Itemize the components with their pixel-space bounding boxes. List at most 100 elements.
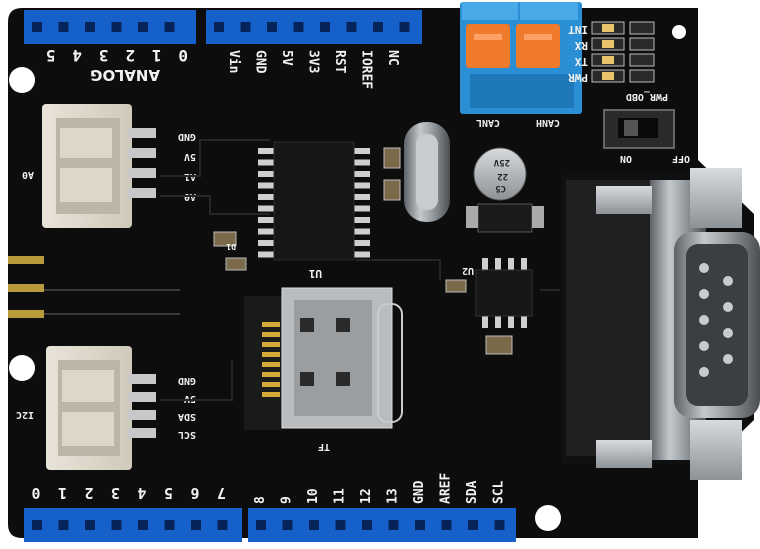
analog-header[interactable] — [24, 10, 196, 44]
microsd-slot[interactable] — [244, 287, 403, 430]
chip-pin — [352, 194, 370, 200]
pin-label: 1 — [58, 484, 67, 502]
switch-on-label: ON — [620, 153, 632, 164]
electrolytic-capacitor — [473, 147, 527, 201]
power-obd-switch[interactable] — [603, 109, 675, 149]
header-socket — [388, 520, 399, 530]
sd-contact — [262, 322, 280, 327]
header-socket — [111, 520, 122, 530]
led-resistor — [629, 69, 655, 83]
pin-label: 3 — [111, 484, 120, 502]
sd-contact — [262, 362, 280, 367]
db9-pin — [723, 328, 733, 338]
chip-pin — [258, 228, 276, 235]
pin-label: 9 — [280, 496, 295, 504]
pin-label: 4 — [72, 46, 82, 65]
crystal-oscillator — [404, 122, 450, 222]
pin-label: 0 — [178, 46, 188, 65]
pin-label: 5V — [279, 50, 294, 66]
mounting-hole — [9, 67, 35, 93]
pin-label: RST — [332, 50, 347, 74]
db9-pin — [699, 315, 709, 325]
chip-pin — [352, 182, 370, 189]
chip-pin — [352, 205, 370, 212]
header-socket — [256, 520, 266, 530]
pin-label: 2 — [84, 484, 93, 502]
chip-pin — [352, 148, 370, 154]
header-socket — [373, 22, 383, 32]
can-terminal-label-canh: CANH — [536, 117, 560, 128]
led-resistor — [629, 53, 655, 67]
grove-a0-connector[interactable] — [42, 104, 156, 228]
cap-value: 22 — [497, 171, 508, 181]
header-socket — [415, 520, 425, 530]
chip-pin — [508, 258, 514, 272]
chip-pin — [258, 194, 276, 200]
chip-pin — [258, 148, 276, 154]
pin-label: 3 — [99, 46, 109, 65]
mounting-hole — [9, 355, 35, 381]
header-socket — [164, 22, 175, 32]
chip-pin — [521, 314, 527, 328]
can-lever-right[interactable] — [516, 24, 560, 68]
chip-pin — [521, 258, 527, 272]
switch-label: PWR_OBD — [626, 91, 668, 102]
header-socket — [111, 22, 122, 32]
pin-label: GND — [178, 131, 196, 142]
header-socket — [58, 520, 69, 530]
power-header[interactable] — [206, 10, 422, 44]
chip-pin — [258, 171, 276, 177]
db9-pin — [723, 302, 733, 312]
voltage-regulator — [466, 203, 544, 233]
pin-label: SCL — [492, 480, 507, 504]
header-socket — [399, 22, 410, 32]
db9-pin — [723, 354, 733, 364]
pin-label: GND — [178, 375, 196, 386]
pin-label: 8 — [253, 496, 268, 504]
header-socket — [58, 22, 69, 32]
led-label: RX — [574, 39, 588, 52]
header-socket — [217, 520, 228, 530]
digital-high-header[interactable] — [248, 508, 516, 542]
can-terminal-block[interactable] — [460, 2, 582, 114]
header-socket — [293, 22, 304, 32]
pin-label: 0 — [31, 484, 40, 502]
grove-a0-name: A0 — [22, 169, 34, 180]
led-label: TX — [574, 55, 588, 68]
can-terminal-label-canl: CANL — [476, 117, 500, 128]
led-lens — [602, 24, 614, 32]
header-socket — [214, 22, 224, 32]
u2-label: U2 — [462, 265, 474, 276]
header-socket — [362, 520, 372, 530]
header-socket — [468, 520, 478, 530]
sd-contact — [262, 332, 280, 337]
digital-low-header[interactable] — [24, 508, 242, 542]
header-socket — [32, 520, 42, 530]
db9-connector[interactable] — [562, 168, 760, 480]
chip-pin — [258, 240, 276, 246]
header-socket — [85, 22, 95, 32]
db9-pin — [723, 276, 733, 286]
led-lens — [602, 40, 614, 48]
led-resistor — [629, 21, 655, 35]
grove-i2c-connector[interactable] — [46, 346, 156, 470]
pin-label: 12 — [359, 488, 374, 504]
header-socket — [309, 520, 319, 530]
pin-label: 2 — [125, 46, 135, 65]
tf-label: TF — [318, 441, 330, 452]
can-lever-left[interactable] — [466, 24, 510, 68]
side-header-pins — [8, 256, 180, 318]
db9-pin — [699, 341, 709, 351]
chip-pin — [352, 251, 370, 258]
header-socket — [240, 22, 251, 32]
pin-label: 11 — [333, 488, 348, 504]
pin-label: SDA — [465, 480, 480, 504]
chip-pin — [495, 258, 501, 272]
db9-pin — [699, 367, 709, 377]
led-resistor — [629, 37, 655, 51]
header-socket — [346, 22, 357, 32]
header-socket — [267, 22, 277, 32]
chip-pin — [352, 240, 370, 246]
pcb-traces — [160, 139, 560, 401]
chip-pin — [352, 228, 370, 235]
